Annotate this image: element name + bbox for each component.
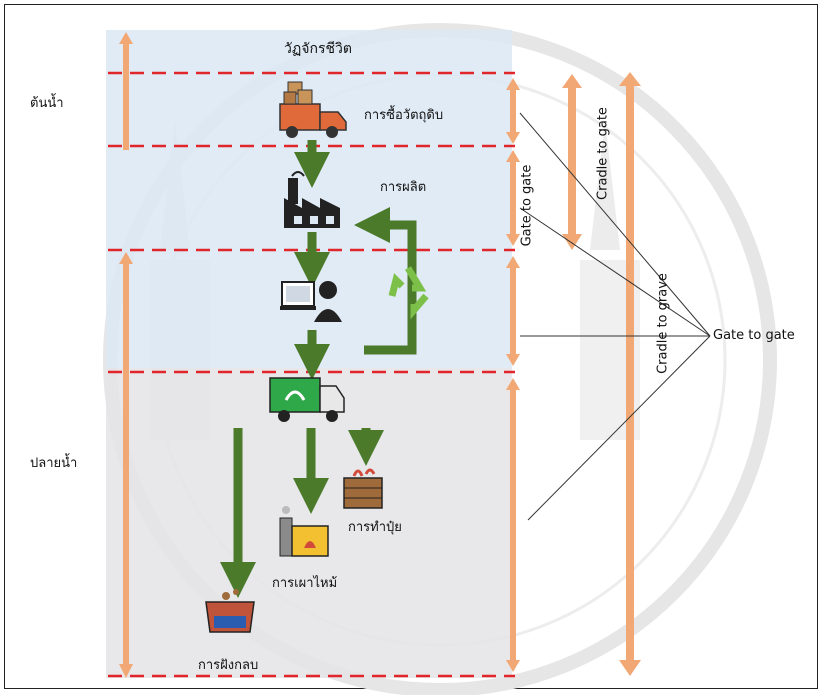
factory-icon <box>284 171 340 228</box>
gate-to-gate-vertical-label: Gate to gate <box>519 164 535 247</box>
left-scope-arrows <box>119 32 133 678</box>
raw-material-label: การซื้อวัตถุดิบ <box>364 108 444 123</box>
gate-to-gate-callout-label: Gate to gate <box>713 328 795 343</box>
downstream-label: ปลายน้ำ <box>30 456 78 471</box>
landfill-label: การฝังกลบ <box>198 658 259 673</box>
recycle-icon <box>388 266 429 320</box>
gate-to-gate-callout-lines <box>519 112 711 521</box>
computer-user-icon <box>280 281 342 322</box>
cradle-to-gate-label: Cradle to gate <box>595 107 611 200</box>
delivery-truck-icon <box>279 81 347 138</box>
recycling-truck-icon <box>269 377 345 422</box>
upstream-panel <box>106 30 512 368</box>
compost-bin-icon <box>343 468 383 509</box>
cradle-to-gate-arrow <box>562 74 582 250</box>
stage-scope-arrows <box>506 78 520 672</box>
downstream-panel <box>106 368 512 678</box>
diagram-title: วัฏจักรชีวิต <box>284 41 352 57</box>
incineration-label: การเผาไหม้ <box>272 576 338 591</box>
cradle-to-grave-label: Cradle to grave <box>655 273 671 374</box>
cradle-to-grave-arrow <box>619 72 641 676</box>
landfill-icon <box>205 589 255 633</box>
production-label: การผลิต <box>380 180 427 195</box>
incinerator-icon <box>279 506 329 557</box>
composting-label: การทำปุ๋ย <box>348 520 402 535</box>
upstream-label: ต้นน้ำ <box>30 96 64 111</box>
